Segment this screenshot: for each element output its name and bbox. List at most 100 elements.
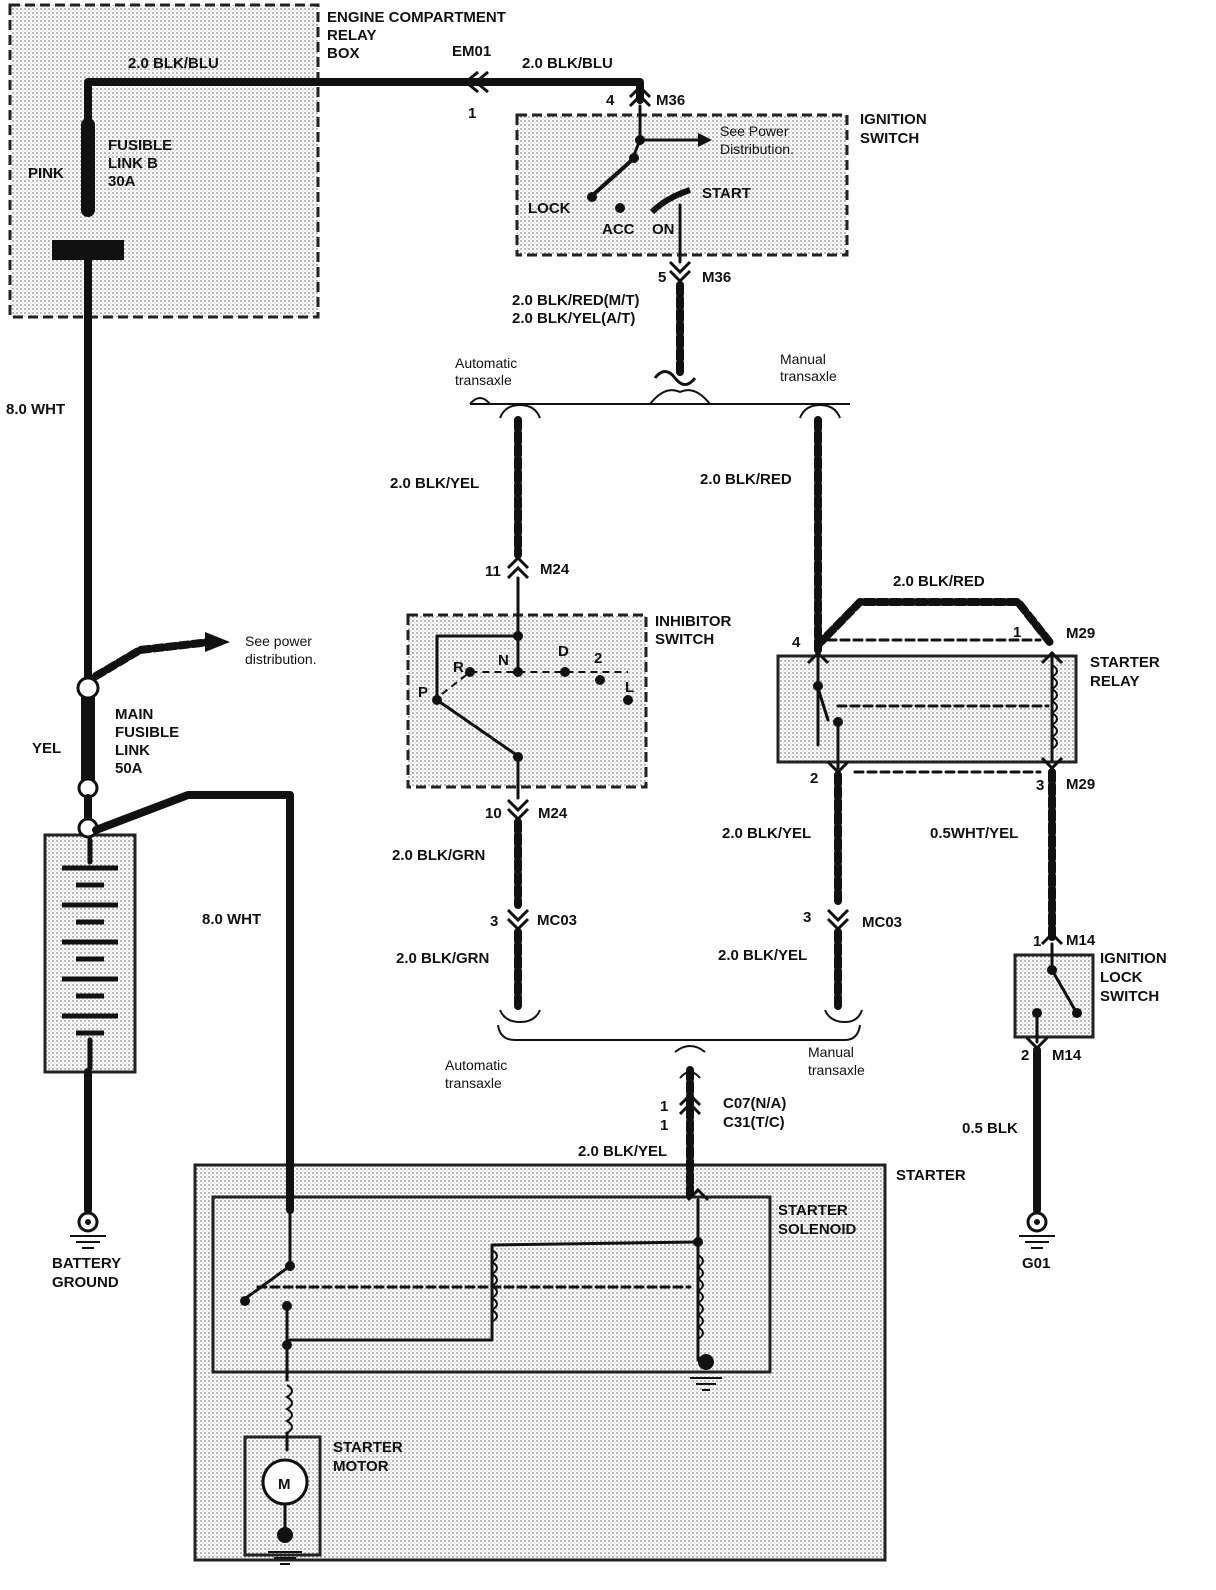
inhibitor-pos-2: 2	[594, 650, 602, 667]
starter-feed-wiring	[678, 1066, 710, 1202]
ignition-lock-switch-label-2: LOCK	[1100, 969, 1143, 986]
relay-box-label-3: BOX	[327, 45, 360, 62]
power-dist-left-1: See power	[245, 633, 312, 649]
wire-label-manual-feed: 2.0 BLK/RED	[700, 471, 792, 488]
battery-box	[43, 833, 137, 1074]
relay-box-outline	[8, 3, 320, 319]
ignition-start-position: START	[702, 185, 751, 202]
inhibitor-switch-box	[406, 613, 648, 789]
ignition-lock-switch-contacts	[1025, 931, 1082, 1214]
m36-bot-label: M36	[702, 269, 731, 286]
starter-motor-icon	[261, 1458, 309, 1565]
ignition-switch-label-2: SWITCH	[860, 130, 919, 147]
fusible-link-b-1: FUSIBLE	[108, 137, 172, 154]
manual-transaxle-bot-2: transaxle	[808, 1062, 865, 1078]
c07-label: C07(N/A)	[723, 1095, 786, 1112]
em01-pin: 1	[468, 105, 476, 122]
manual-transaxle-top-2: transaxle	[780, 368, 837, 384]
m36-top-pin: 4	[606, 92, 615, 109]
m24-bot-pin: 10	[485, 805, 502, 822]
mc03-right-pin: 3	[803, 909, 811, 926]
automatic-branch-wiring	[506, 416, 530, 1014]
em01-connector-icon	[463, 70, 489, 94]
lock-ground-wire-label: 0.5 BLK	[962, 1120, 1018, 1137]
battery-symbol	[62, 837, 118, 1071]
ignition-on-position: ON	[652, 221, 675, 238]
ignition-lock-switch-label-1: IGNITION	[1100, 950, 1167, 967]
mc03-left-pin: 3	[490, 913, 498, 930]
wire-label-ign-out-mt: 2.0 BLK/RED(M/T)	[512, 292, 640, 309]
ignition-switch-circuit	[587, 84, 712, 386]
wire-label-ign-out-at: 2.0 BLK/YEL(A/T)	[512, 310, 635, 327]
ignition-lock-position: LOCK	[528, 200, 571, 217]
manual-transaxle-top-1: Manual	[780, 351, 826, 367]
ignition-acc-position: ACC	[602, 221, 635, 238]
m36-bot-pin: 5	[658, 269, 666, 286]
m24-bot-label: M24	[538, 805, 568, 822]
left-power-circuit	[52, 78, 644, 1214]
ignition-switch-box	[515, 113, 849, 257]
relay-pin-3: 3	[1036, 777, 1044, 794]
m14-bot-label: M14	[1052, 1047, 1082, 1064]
starter-motor-label-2: MOTOR	[333, 1458, 389, 1475]
fusible-link-b-color: PINK	[28, 165, 64, 182]
c31-pin: 1	[660, 1117, 668, 1134]
inhibitor-switch-contacts	[432, 631, 633, 762]
wire-label-auto-feed: 2.0 BLK/YEL	[390, 475, 479, 492]
ignition-lock-switch-label-3: SWITCH	[1100, 988, 1159, 1005]
starter-in-wire-label: 2.0 BLK/YEL	[578, 1143, 667, 1160]
inhibitor-pos-n: N	[498, 652, 509, 669]
starter-relay-box	[776, 654, 1078, 764]
wire-label-inhib-out-2: 2.0 BLK/GRN	[396, 950, 489, 967]
em01-label: EM01	[452, 43, 491, 60]
main-fusible-link-4: 50A	[115, 760, 143, 777]
wire-label-relay-out-1: 2.0 BLK/YEL	[722, 825, 811, 842]
wire-label-relay-coil: 0.5WHT/YEL	[930, 825, 1018, 842]
c07-pin: 1	[660, 1098, 668, 1115]
wire-label-top-left: 2.0 BLK/BLU	[128, 55, 219, 72]
g01-label: G01	[1022, 1255, 1050, 1272]
auto-transaxle-bot-1: Automatic	[445, 1057, 507, 1073]
m14-bot-pin: 2	[1021, 1047, 1029, 1064]
starter-relay-label-1: STARTER	[1090, 654, 1160, 671]
g01-ground-icon	[1019, 1211, 1055, 1249]
auto-transaxle-bot-2: transaxle	[445, 1075, 502, 1091]
c31-label: C31(T/C)	[723, 1114, 785, 1131]
auto-transaxle-top-2: transaxle	[455, 372, 512, 388]
m14-top-pin: 1	[1033, 933, 1041, 950]
m14-top-label: M14	[1066, 932, 1096, 949]
manual-transaxle-bot-1: Manual	[808, 1044, 854, 1060]
relay-loop-wire-label: 2.0 BLK/RED	[893, 573, 985, 590]
m24-top-label: M24	[540, 561, 570, 578]
main-link-wire-color: YEL	[32, 740, 61, 757]
transaxle-split-top	[469, 389, 850, 419]
main-fusible-link-2: FUSIBLE	[115, 724, 179, 741]
relay-pin-2: 2	[810, 770, 818, 787]
power-dist-left-2: distribution.	[245, 651, 317, 667]
starter-relay-label-2: RELAY	[1090, 673, 1139, 690]
m29-top-label: M29	[1066, 625, 1095, 642]
starter-solenoid-label-1: STARTER	[778, 1202, 848, 1219]
ignition-switch-label-1: IGNITION	[860, 111, 927, 128]
starter-label: STARTER	[896, 1167, 966, 1184]
wire-label-inhib-out-1: 2.0 BLK/GRN	[392, 847, 485, 864]
inhibitor-pos-r: R	[453, 659, 464, 676]
see-power-distribution-1: See Power	[720, 123, 789, 139]
m36-top-label: M36	[656, 92, 685, 109]
main-fusible-link-3: LINK	[115, 742, 150, 759]
mc03-right-label: MC03	[862, 914, 902, 931]
mc03-left-label: MC03	[537, 912, 577, 929]
main-fusible-link-1: MAIN	[115, 706, 153, 723]
inhibitor-switch-label-2: SWITCH	[655, 631, 714, 648]
m24-top-pin: 11	[485, 563, 501, 580]
relay-pin-4: 4	[792, 634, 801, 651]
fusible-link-b-2: LINK B	[108, 155, 158, 172]
starter-motor-symbol: M	[278, 1476, 291, 1493]
manual-branch-wiring	[806, 416, 1064, 1014]
inhibitor-pos-p: P	[418, 684, 428, 701]
m29-bot-label: M29	[1066, 776, 1095, 793]
fusible-link-b-3: 30A	[108, 173, 136, 190]
auto-transaxle-top-1: Automatic	[455, 355, 517, 371]
wire-label-top-right: 2.0 BLK/BLU	[522, 55, 613, 72]
